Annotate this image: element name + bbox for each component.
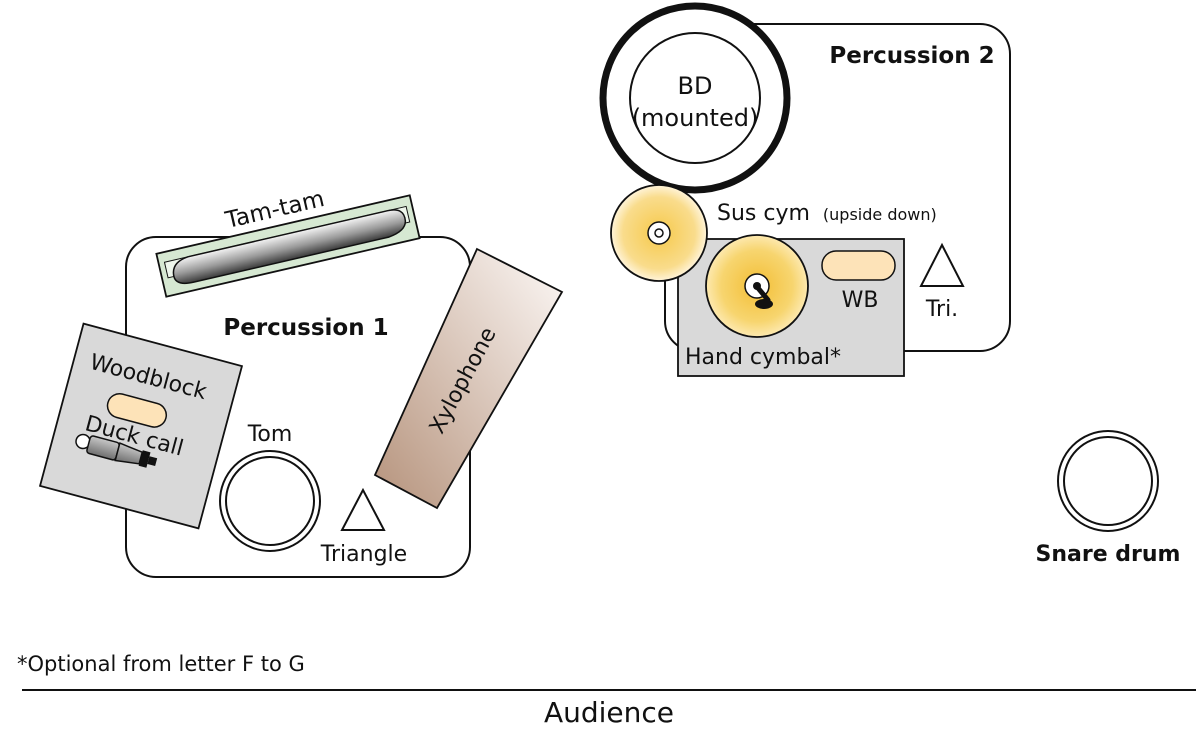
- hand-cymbal-label: Hand cymbal*: [685, 345, 841, 370]
- bass-drum: [599, 2, 791, 194]
- snare-drum: [1057, 430, 1159, 532]
- hand-cymbal: [705, 234, 809, 338]
- bass-drum-label-line1: BD: [678, 72, 713, 100]
- tam-tam: [155, 194, 421, 298]
- audience-label: Audience: [544, 696, 674, 729]
- tom-label: Tom: [247, 422, 293, 447]
- xylophone: [373, 247, 564, 510]
- tom: [219, 450, 321, 552]
- woodblock-table: [38, 322, 244, 530]
- percussion-1-label: Percussion 1: [223, 315, 388, 341]
- triangle-label: Triangle: [320, 542, 407, 567]
- footnote: *Optional from letter F to G: [17, 652, 305, 676]
- wood-block-small: [821, 250, 896, 281]
- triangle-small-icon: [919, 242, 965, 287]
- woodblock: [106, 392, 168, 428]
- sus-cym-note: (upside down): [823, 205, 937, 224]
- duck-call: [75, 433, 158, 468]
- triangle-icon: [340, 487, 386, 531]
- sus-cym-name: Sus cym: [717, 201, 810, 226]
- percussion-1-station: Tam-tam Percussion 1 Woodblock Duck call…: [38, 186, 564, 578]
- wb-label: WB: [842, 288, 879, 313]
- suspended-cymbal: [610, 184, 708, 282]
- tri-label: Tri.: [925, 297, 958, 322]
- percussion-2-label: Percussion 2: [829, 43, 994, 69]
- sus-cym-label: Sus cym (upside down): [717, 201, 937, 226]
- percussion-2-station: Percussion 2 BD (mounted) Sus cym (upsid…: [599, 2, 1011, 377]
- bass-drum-label-line2: (mounted): [632, 104, 759, 132]
- snare-drum-label: Snare drum: [1036, 542, 1181, 567]
